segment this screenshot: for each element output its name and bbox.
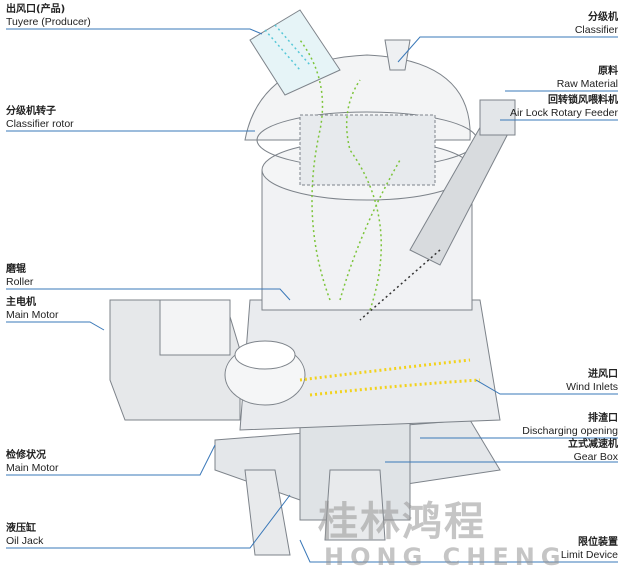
watermark-en: HONG CHENG [324, 543, 567, 571]
label-zh: 液压缸 [6, 523, 36, 534]
label-zh: 主电机 [6, 297, 36, 308]
label-en: Classifier rotor [6, 118, 74, 130]
raw-material-inlet [384, 39, 411, 71]
label-en: Raw Material [556, 78, 618, 90]
leader-line [6, 494, 291, 549]
leader-line [397, 36, 618, 63]
leader-line [299, 539, 618, 563]
label-en: Main Motor [6, 309, 59, 321]
leader-line [6, 444, 216, 476]
label-zh: 分级机 [588, 12, 618, 23]
oil-jack [244, 469, 291, 556]
label-en: Gear Box [573, 451, 618, 463]
tuyere-outlet [249, 9, 341, 96]
label-en: Air Lock Rotary Feeder [510, 107, 618, 119]
label-zh: 进风口 [588, 369, 618, 380]
label-en: Tuyere (Producer) [6, 16, 91, 28]
watermark-zh: 桂林鸿程 [318, 499, 486, 545]
label-zh: 立式减速机 [568, 439, 618, 450]
label-zh: 检修状况 [6, 450, 46, 461]
label-en: Roller [6, 276, 34, 288]
yellow-flow [309, 378, 481, 397]
label-en: Oil Jack [6, 535, 44, 547]
leader-line [6, 28, 263, 35]
label-zh: 出风口(产品) [6, 4, 66, 15]
label-zh: 排渣口 [588, 413, 618, 424]
label-zh: 磨辊 [6, 264, 26, 275]
leader-lines [6, 28, 618, 563]
main-motor-cover [159, 299, 231, 356]
limit-device [324, 469, 386, 541]
label-en: Main Motor [6, 462, 59, 474]
roller-top [234, 340, 296, 370]
leader-line [6, 321, 105, 331]
watermark-logo: 桂林鸿程 HONG CHENG [318, 500, 567, 570]
label-zh: 限位装置 [578, 537, 618, 548]
label-tuyere: 出风口(产品)Tuyere (Producer) [6, 4, 91, 28]
material-flows [264, 24, 481, 397]
leader-line [475, 379, 618, 395]
cyan-flow [264, 24, 311, 71]
label-zh: 原料 [598, 66, 618, 77]
label-en: Limit Device [560, 549, 618, 561]
classifier-rotor [299, 114, 436, 186]
label-en: Classifier [574, 24, 618, 36]
label-en: Discharging opening [522, 425, 618, 437]
leader-line [6, 288, 291, 301]
label-en: Wind Inlets [566, 381, 618, 393]
green-flow [339, 159, 401, 301]
label-zh: 回转锁风喂料机 [548, 95, 618, 106]
label-zh: 分级机转子 [6, 106, 56, 117]
air-lock-feeder-head [479, 99, 516, 136]
